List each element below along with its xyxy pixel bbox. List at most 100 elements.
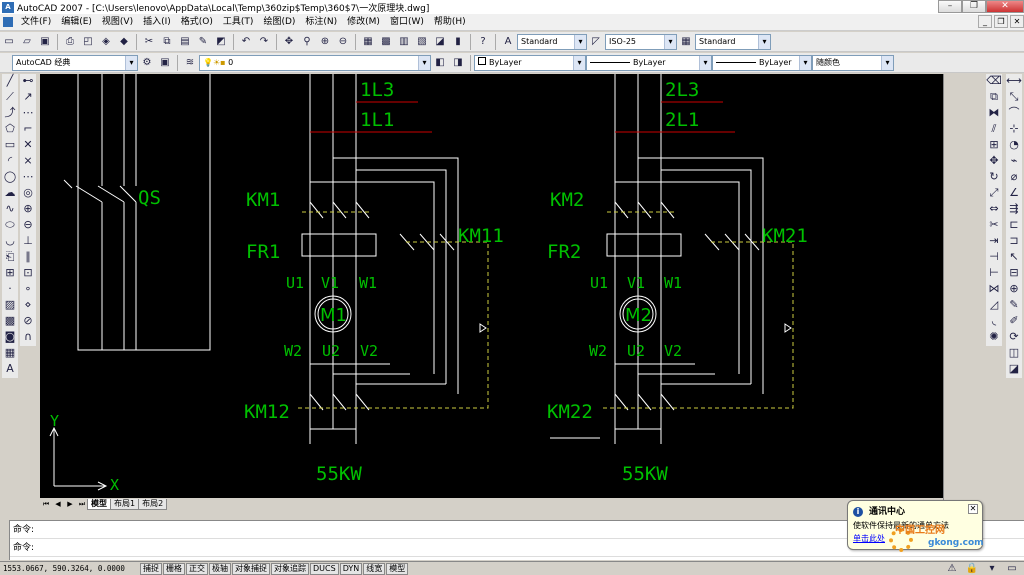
construction-line-icon[interactable]: ⟋ xyxy=(6,90,14,103)
comm-center-icon[interactable]: ⚠ xyxy=(947,562,957,574)
snap-node-icon[interactable]: ∘ xyxy=(24,282,32,295)
offset-icon[interactable]: ⫽ xyxy=(991,122,997,135)
menu-help[interactable]: 帮助(H) xyxy=(433,16,466,27)
array-icon[interactable]: ⊞ xyxy=(989,138,999,151)
menu-modify[interactable]: 修改(M) xyxy=(347,16,380,27)
menu-insert[interactable]: 插入(I) xyxy=(143,16,171,27)
linear-dim-icon[interactable]: ⟷ xyxy=(1006,74,1022,87)
stretch-icon[interactable]: ⇔ xyxy=(989,202,999,215)
quick-leader-icon[interactable]: ↖ xyxy=(1009,250,1019,263)
pan-icon[interactable]: ✥ xyxy=(284,35,294,47)
snap-perpendicular-icon[interactable]: ⊥ xyxy=(23,234,33,247)
open-icon[interactable]: ▱ xyxy=(23,35,31,47)
new-icon[interactable]: ▭ xyxy=(4,35,14,47)
polar-toggle[interactable]: 极轴 xyxy=(209,562,231,575)
copy-object-icon[interactable]: ⧉ xyxy=(990,90,998,103)
plot-style-select[interactable]: 随颜色 xyxy=(812,54,894,71)
osnap-settings-icon[interactable]: ∩ xyxy=(23,330,33,343)
arc-icon[interactable]: ◜ xyxy=(7,154,13,167)
redo-icon[interactable]: ↷ xyxy=(259,35,269,47)
sheet-set-icon[interactable]: ▧ xyxy=(417,35,427,47)
angular-icon[interactable]: ∠ xyxy=(1009,186,1019,199)
point-icon[interactable]: · xyxy=(8,282,12,295)
linetype-select[interactable]: ByLayer xyxy=(586,54,712,71)
3d-dwf-icon[interactable]: ◆ xyxy=(120,35,128,47)
balloon-link[interactable]: 单击此处 xyxy=(853,534,885,543)
copy-icon[interactable]: ⧉ xyxy=(163,35,171,47)
paste-icon[interactable]: ▤ xyxy=(180,35,190,47)
color-select[interactable]: ByLayer xyxy=(474,54,586,71)
snap-extension-icon[interactable]: ⋯ xyxy=(22,170,34,183)
send-back-icon[interactable]: ◪ xyxy=(1008,362,1020,375)
last-tab-icon[interactable]: ⏭ xyxy=(78,499,86,508)
prev-tab-icon[interactable]: ◀ xyxy=(55,499,61,508)
chamfer-icon[interactable]: ◿ xyxy=(989,298,999,311)
rotate-icon[interactable]: ↻ xyxy=(989,170,999,183)
cut-icon[interactable]: ✂ xyxy=(144,35,154,47)
balloon-close-button[interactable]: ✕ xyxy=(968,504,978,514)
design-center-icon[interactable]: ▩ xyxy=(381,35,391,47)
scale-icon[interactable]: ⤢ xyxy=(989,186,999,199)
doc-restore-button[interactable]: ❐ xyxy=(994,15,1008,28)
quick-dim-icon[interactable]: ⇶ xyxy=(1009,202,1019,215)
properties-icon[interactable]: ▦ xyxy=(363,35,373,47)
lock-icon[interactable]: 🔒 xyxy=(965,562,979,574)
xline-icon[interactable]: ⊷ xyxy=(22,74,34,87)
snap-quadrant-icon[interactable]: ⊕ xyxy=(23,202,33,215)
workspace-settings-icon[interactable]: ⚙ xyxy=(142,56,152,68)
dim-update-icon[interactable]: ⟳ xyxy=(1009,330,1019,343)
calculator-icon[interactable]: ▮ xyxy=(455,35,461,47)
menu-edit[interactable]: 编辑(E) xyxy=(61,16,92,27)
zoom-window-icon[interactable]: ⊕ xyxy=(320,35,330,47)
snap-intersection-icon[interactable]: ✕ xyxy=(23,138,33,151)
insert-block-icon[interactable]: ⎗ xyxy=(5,250,15,263)
menu-window[interactable]: 窗口(W) xyxy=(389,16,424,27)
model-toggle[interactable]: 模型 xyxy=(386,562,409,575)
menu-draw[interactable]: 绘图(D) xyxy=(263,16,296,27)
snap-apparent-icon[interactable]: ⨯ xyxy=(23,154,33,167)
ortho-toggle[interactable]: 正交 xyxy=(186,562,208,575)
layer-previous-icon[interactable]: ◨ xyxy=(453,56,463,68)
snap-tangent-icon[interactable]: ⊖ xyxy=(23,218,33,231)
snap-endpoint-icon[interactable]: ⌐ xyxy=(23,122,33,135)
jogged-icon[interactable]: ⌁ xyxy=(1010,154,1018,167)
erase-icon[interactable]: ⌫ xyxy=(986,74,1002,87)
menu-file[interactable]: 文件(F) xyxy=(21,16,52,27)
osnap-toggle[interactable]: 对象捕捉 xyxy=(232,562,270,575)
tolerance-icon[interactable]: ⊟ xyxy=(1009,266,1019,279)
ducs-toggle[interactable]: DUCS xyxy=(310,562,339,575)
revision-cloud-icon[interactable]: ☁ xyxy=(4,186,16,199)
continue-icon[interactable]: ⊐ xyxy=(1009,234,1019,247)
lineweight-toggle[interactable]: 线宽 xyxy=(363,562,386,575)
menu-tools[interactable]: 工具(T) xyxy=(222,16,254,27)
command-window-grip[interactable] xyxy=(0,520,10,560)
circle-icon[interactable]: ◯ xyxy=(3,170,17,183)
table-style-select[interactable]: Standard xyxy=(695,33,771,50)
snap-none-icon[interactable]: ⊘ xyxy=(23,314,33,327)
draw-order-icon[interactable]: ◫ xyxy=(1008,346,1020,359)
diameter-icon[interactable]: ⌀ xyxy=(1010,170,1018,183)
undo-icon[interactable]: ↶ xyxy=(241,35,251,47)
minimize-button[interactable]: – xyxy=(938,0,962,13)
help-icon[interactable]: ? xyxy=(480,35,486,47)
snap-parallel-icon[interactable]: ∥ xyxy=(25,250,31,263)
clean-screen-icon[interactable]: ▭ xyxy=(1007,562,1017,574)
drawing-canvas[interactable]: 1L3 1L1 2L3 2L1 QS KM1 KM2 KM11 KM21 FR1… xyxy=(40,74,943,498)
publish-icon[interactable]: ◈ xyxy=(102,35,110,47)
move-icon[interactable]: ✥ xyxy=(989,154,999,167)
zoom-previous-icon[interactable]: ⊖ xyxy=(338,35,348,47)
text-style-select[interactable]: Standard xyxy=(517,33,587,50)
center-mark-icon[interactable]: ⊕ xyxy=(1009,282,1019,295)
explode-icon[interactable]: ✺ xyxy=(989,330,999,343)
fillet-icon[interactable]: ◟ xyxy=(991,314,997,327)
zoom-realtime-icon[interactable]: ⚲ xyxy=(303,35,311,47)
block-editor-icon[interactable]: ◩ xyxy=(216,35,226,47)
layer-manager-icon[interactable]: ≋ xyxy=(185,56,195,68)
ellipse-icon[interactable]: ⬭ xyxy=(5,218,15,231)
mtext-icon[interactable]: A xyxy=(6,362,14,375)
snap-nearest-icon[interactable]: ⋄ xyxy=(24,298,32,311)
document-icon[interactable] xyxy=(3,17,13,27)
lineweight-select[interactable]: ByLayer xyxy=(712,54,812,71)
arc-length-icon[interactable]: ⌒ xyxy=(1008,106,1020,119)
aligned-dim-icon[interactable]: ⤡ xyxy=(1009,90,1019,103)
